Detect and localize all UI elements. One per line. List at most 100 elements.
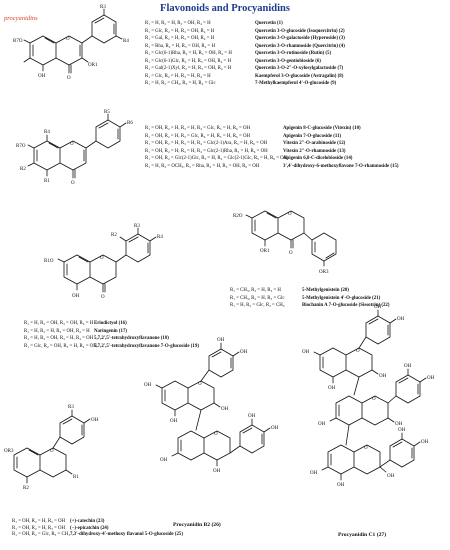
substituent-text: R₁ = H, R₂ = OCH₃, R₃ = Rha, R₄ = H, R₅ … — [145, 163, 260, 169]
compound-name: Quercetin 3-O-gentiobioside (6) — [255, 58, 321, 64]
flavonol-r1-label: OR1 — [88, 63, 98, 68]
compound-name: Quercetin 3-O-glucoside (Isoquercitrin) … — [255, 28, 345, 34]
compound-name: Biochanin A 7-O-glucoside (Sissotrin) (2… — [302, 303, 390, 308]
c1-oh-10: OH — [398, 428, 406, 433]
flavanone-r4-label: R4 — [157, 235, 163, 240]
substituent-text: R₁ = Glc, R₂ = H, R₃ = H, R₄ = H — [145, 73, 211, 79]
isoflavone-or3-label: OR3 — [319, 270, 329, 275]
flavonol-oh-label: OH — [38, 74, 46, 79]
substituent-text: R₁ = OH, R₂ = Glc, R₃ = CH₃ — [12, 532, 71, 537]
compound-name: Quercetin 3-O-rutinoside (Rutin) (5) — [255, 51, 332, 56]
c1-oh-3: OH — [302, 350, 310, 355]
substituent-text: R₁ = H, R₂ = Glc, R₃ = CH₃ — [230, 303, 285, 308]
flavone-r4-label: R4 — [44, 130, 50, 135]
flavone-r5-label: R5 — [104, 110, 110, 115]
c1-oh-5: OH — [379, 374, 387, 379]
procyanidin-c1-caption: Procyanidin C1 (27) — [338, 532, 387, 538]
substituent-text: R₁ = Gal(2-1)Xyl, R₂ = H, R₃ = OH, R₄ = … — [145, 66, 232, 71]
c1-oh-14: OH — [387, 474, 395, 479]
flavonol-r7-label: R7O — [13, 39, 23, 44]
substituent-text: R₁ = Rha, R₂ = H, R₃ = OH, R₄ = H — [145, 43, 216, 49]
flavone-r1-label: R1 — [44, 179, 50, 184]
compound-name: Apigenin 6,8-C-dicelobioside (14) — [283, 156, 353, 161]
compound-name: 5-Methylgenistein (20) — [302, 288, 349, 293]
substituent-text: R₁ = H, R₂ = OH, R₃ = OH, R₄ = H — [24, 321, 94, 326]
b2-oh-3: OH — [144, 383, 152, 388]
flavone-ketone-label: O — [71, 181, 75, 186]
flavonol-r4-label: R4 — [123, 39, 129, 44]
compound-name: Eriodictyol (16) — [94, 321, 127, 326]
flavanone-ketone-label: O — [101, 295, 105, 300]
substituent-text: R₁ = CH₃, R₂ = H, R₃ = H — [230, 288, 281, 293]
flavanone-r1o-label: R1O — [44, 259, 54, 264]
compound-name: Naringenin (17) — [94, 328, 128, 334]
isoflavone-ketone-label: O — [289, 251, 293, 256]
watermark-text: procyanidins — [4, 15, 38, 22]
b2-oh-2: OH — [240, 350, 248, 355]
compound-name: 5,7,2′,5′-tetrahydroxyflavanone (18) — [94, 336, 169, 341]
substituent-text: R₁ = Glc(6-1)Glc, R₂ = H, R₃ = OH, R₄ = … — [145, 58, 232, 64]
compound-name: 7-Methylkaempferol 4′-O-glucoside (9) — [255, 81, 337, 86]
compound-name: Apigenin 7-O-glucoside (11) — [283, 133, 342, 139]
compound-name: Quercetin 3-O-2″-O-xylosylgalactoside (7… — [255, 66, 344, 71]
catechin-oh-label: OH — [91, 418, 99, 423]
flavonol-ketone-label: O — [67, 76, 71, 81]
procyanidin-b2-caption: Procyanidin B2 (26) — [173, 522, 221, 528]
substituent-text: R₁ = OH, R₂ = H, R₃ = H, R₄ = Glc(2-1)Rh… — [145, 148, 268, 154]
compound-name: 5-Methylgenistein 4′-O-glucoside (21) — [302, 295, 381, 301]
b2-oh-6: OH — [248, 414, 256, 419]
catechin-r1-label: R1 — [73, 475, 79, 480]
b2-o-lower: O — [214, 432, 218, 437]
flavone-r6-label: R6 — [127, 121, 133, 126]
c1-oh-1: OH — [374, 305, 382, 310]
substituent-text: R₁ = Gal, R₂ = H, R₃ = OH, R₄ = H — [145, 36, 215, 41]
c1-oh-7: OH — [427, 376, 435, 381]
compound-name: (−)-epicatchin (24) — [70, 525, 109, 531]
substituent-text: R₁ = Glc, R₂ = H, R₃ = OH, R₄ = H — [145, 28, 215, 34]
compound-name: 3′,4′-dihydroxy-6-methoxyflavone 7-O-rha… — [283, 163, 399, 169]
b2-oh-7: OH — [271, 426, 279, 431]
b2-oh-4: OH — [170, 419, 178, 424]
catechin-o-label: O — [50, 449, 54, 454]
substituent-text: R₁ = CH₃, R₂ = H, R₃ = Glc — [230, 295, 285, 301]
c1-oh-4: OH — [328, 386, 336, 391]
substituent-text: R₁ = OH, R₂ = H, R₃ = OH — [12, 525, 66, 531]
flavanone-r3-label: R3 — [134, 224, 140, 229]
c1-oh-13: OH — [337, 483, 345, 488]
substituent-text: R₁ = OH, R₂ = Glc(2-1)Glc, R₃ = H, R₄ = … — [145, 156, 288, 161]
flavonol-o-label: O — [66, 37, 70, 42]
flavone-r2-label: R2 — [20, 167, 26, 172]
isoflavone-r2o-label: R2O — [233, 214, 243, 219]
flavanone-r2-label: R2 — [111, 233, 117, 238]
flavone-o-label: O — [70, 142, 74, 147]
figure-title: Flavonoids and Procyanidins — [160, 3, 290, 14]
isoflavone-o-label: O — [288, 212, 292, 217]
compound-name: Quercetin (1) — [255, 21, 283, 26]
c1-oh-8: OH — [318, 422, 326, 427]
compound-name: (+)-catechin (23) — [70, 519, 105, 524]
flavone-r3-label: R7O — [16, 144, 26, 149]
b2-oh-8: OH — [160, 458, 168, 463]
substituent-text: R₁ = H, R₂ = OH, R₃ = H, R₄ = OH — [24, 336, 94, 341]
substituent-text: R₁ = OH, R₂ = H, R₃ = H, R₄ = Glc(2-1)Ar… — [145, 141, 268, 146]
substituent-text: R₁ = H, R₂ = H, R₃ = OH, R₄ = H — [145, 21, 211, 26]
flavonol-r3-label: R3 — [100, 5, 106, 10]
flavanone-oh-label: OH — [72, 294, 80, 299]
compound-name: Kaempferol 3-O-glucoside (Astragalin) (8… — [255, 73, 344, 79]
b2-oh-9: OH — [213, 469, 221, 474]
c1-oh-2: OH — [397, 317, 405, 322]
c1-o-mid: O — [372, 397, 376, 402]
b2-oh-1: OH — [217, 338, 225, 343]
catechin-r2-label: R2 — [23, 486, 29, 491]
substituent-text: R₁ = Glc(6-1)Rha, R₂ = H, R₃ = OH, R₄ = … — [145, 51, 232, 56]
substituent-text: R₁ = OH, R₂ = H, R₃ = Glc, R₄ = H, R₅ = … — [145, 133, 251, 139]
substituent-text: R₁ = Glc, R₂ = OH, R₃ = H, R₄ = OH — [24, 343, 97, 349]
